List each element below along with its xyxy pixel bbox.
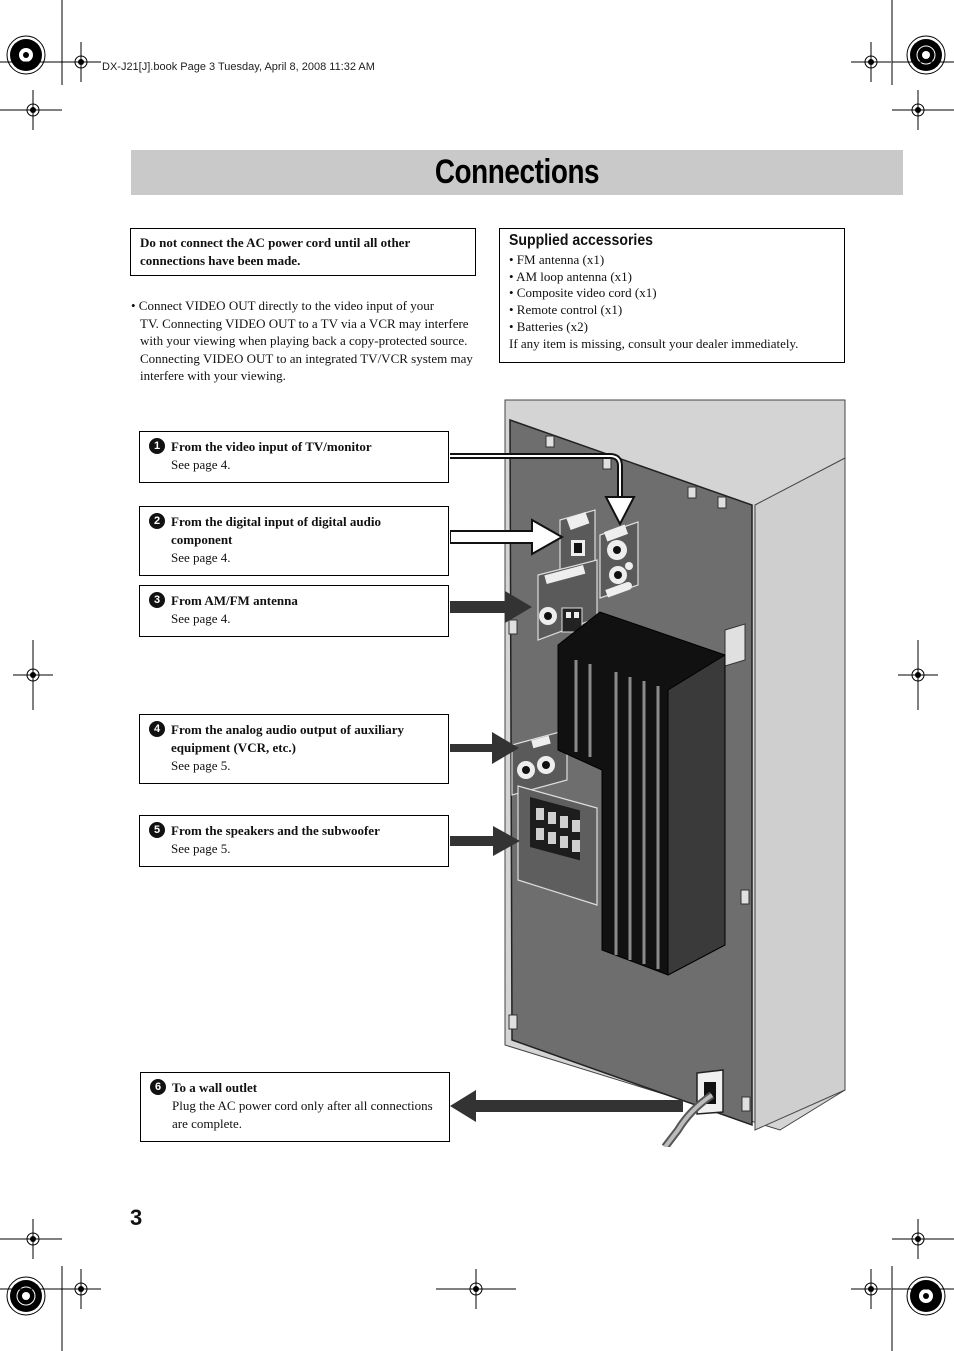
antenna-terminals[interactable]: [537, 559, 598, 641]
step-number-badge: 2: [149, 513, 165, 529]
unit-rear-panel-illustration: [450, 399, 846, 1147]
step-reference: See page 4.: [171, 550, 231, 565]
accessories-title: Supplied accessories: [509, 232, 654, 249]
accessory-item: • AM loop antenna (x1): [509, 268, 632, 284]
accessories-note: If any item is missing, consult your dea…: [509, 335, 799, 351]
accessory-item: • FM antenna (x1): [509, 251, 605, 267]
step-reference: See page 5.: [171, 841, 231, 856]
page-title: Connections: [434, 153, 600, 191]
accessories-box: Supplied accessories • FM antenna (x1) •…: [499, 228, 845, 363]
step-title: To a wall outlet: [172, 1080, 258, 1095]
cabinet-side: [754, 457, 846, 1131]
warning-box: Do not connect the AC power cord until a…: [130, 228, 476, 276]
step-reference: See page 4.: [171, 457, 231, 472]
step-number-badge: 1: [149, 438, 165, 454]
step-reference: See page 5.: [171, 758, 231, 773]
accessory-item: • Composite video cord (x1): [509, 285, 657, 301]
mounting-tabs: [508, 435, 751, 1112]
speaker-terminals[interactable]: [517, 785, 598, 906]
optical-output-jack[interactable]: [559, 509, 596, 579]
video-out-note-first-line: • Connect VIDEO OUT directly to the vide…: [131, 298, 435, 313]
step-number-badge: 5: [149, 822, 165, 838]
video-output-jacks[interactable]: [599, 521, 639, 599]
accessory-item: • Batteries (x2): [509, 318, 588, 334]
title-band: [131, 150, 903, 195]
registration-mark-bottom-left: [6, 1276, 46, 1316]
file-header: DX-J21[J].book Page 3 Tuesday, April 8, …: [102, 61, 375, 73]
step-number-badge: 3: [149, 592, 165, 608]
step-title: From the speakers and the subwoofer: [171, 823, 380, 838]
step-number-badge: 4: [149, 721, 165, 737]
aux-input-jacks[interactable]: [511, 729, 568, 796]
step-video: 1 From the video input of TV/monitor See…: [139, 431, 449, 483]
step-aux: 4 From the analog audio output of auxili…: [139, 714, 449, 784]
page-number: 3: [130, 1205, 143, 1230]
step-title: From the analog audio output of auxiliar…: [171, 722, 405, 755]
accessory-item: • Remote control (x1): [509, 302, 623, 318]
step-speakers: 5 From the speakers and the subwoofer Se…: [139, 815, 449, 867]
step-reference: Plug the AC power cord only after all co…: [172, 1098, 433, 1131]
registration-mark-bottom-right: [906, 1276, 946, 1316]
step-title: From the digital input of digital audio …: [171, 514, 381, 547]
heat-sink: [557, 611, 726, 976]
video-out-note: • Connect VIDEO OUT directly to the vide…: [131, 297, 479, 385]
step-antenna: 3 From AM/FM antenna See page 4.: [139, 585, 449, 637]
step-wall-outlet: 6 To a wall outlet Plug the AC power cor…: [140, 1072, 450, 1142]
video-out-note-continuation: TV. Connecting VIDEO OUT to a TV via a V…: [140, 315, 473, 384]
step-title: From the video input of TV/monitor: [171, 439, 372, 454]
step-reference: See page 4.: [171, 611, 231, 626]
step-digital: 2 From the digital input of digital audi…: [139, 506, 449, 576]
step-number-badge: 6: [150, 1079, 166, 1095]
registration-mark-top-left: [6, 35, 46, 75]
registration-mark-top-right: [906, 35, 946, 75]
connection-arrows: [450, 453, 683, 1122]
step-title: From AM/FM antenna: [171, 593, 298, 608]
